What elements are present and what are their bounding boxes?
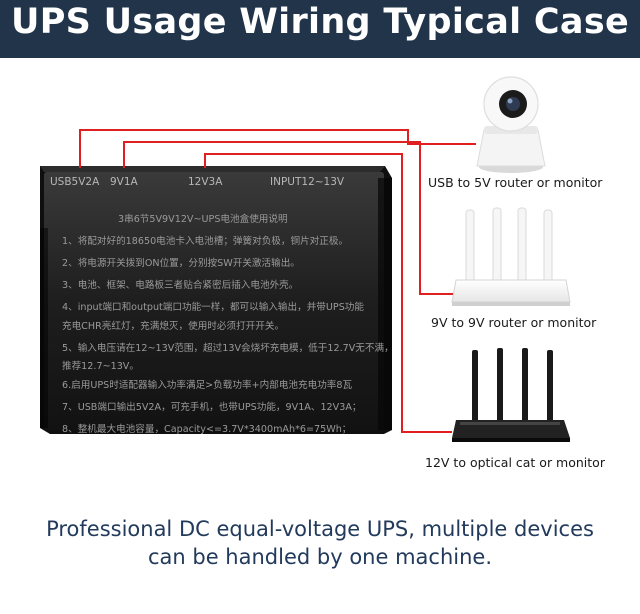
optical-router-icon bbox=[452, 348, 570, 442]
port-label-12v: 12V3A bbox=[188, 176, 223, 188]
caption-line-1: Professional DC equal-voltage UPS, multi… bbox=[46, 517, 594, 541]
panel-line: 8、整机最大电池容量，Capacity<=3.7V*3400mAh*6=75Wh… bbox=[62, 424, 352, 435]
panel-line: 推荐12.7~13V。 bbox=[62, 361, 139, 372]
panel-line: 3、电池、框架、电路板三者贴合紧密后插入电池外壳。 bbox=[62, 280, 299, 291]
wire-9v bbox=[123, 141, 456, 295]
port-label-usb: USB5V2A bbox=[50, 176, 100, 188]
wiring-diagram: USB5V2A 9V1A 12V3A INPUT12~13V 3串6节5V9V1… bbox=[0, 58, 640, 508]
banner-title: UPS Usage Wiring Typical Case bbox=[10, 2, 630, 42]
caption: Professional DC equal-voltage UPS, multi… bbox=[20, 515, 620, 571]
panel-line: 7、USB端口输出5V2A，可充手机，也带UPS功能，9V1A、12V3A； bbox=[62, 402, 362, 413]
device-label-camera: USB to 5V router or monitor bbox=[428, 175, 603, 190]
panel-line: 6.启用UPS时适配器输入功率满足>负载功率+内部电池充电功率8瓦 bbox=[62, 380, 353, 391]
wire-usb bbox=[79, 129, 476, 168]
router-icon bbox=[451, 207, 571, 306]
device-label-router: 9V to 9V router or monitor bbox=[431, 315, 597, 330]
port-label-9v: 9V1A bbox=[110, 176, 138, 188]
device-label-optical: 12V to optical cat or monitor bbox=[425, 455, 605, 470]
camera-icon bbox=[476, 76, 546, 173]
wire-12v bbox=[204, 153, 452, 433]
caption-line-2: can be handled by one machine. bbox=[147, 545, 492, 569]
wires bbox=[79, 129, 476, 433]
ups-box bbox=[40, 166, 392, 434]
panel-line: 5、输入电压请在12~13V范围，超过13V会烧坏充电模，低于12.7V无不满， bbox=[62, 343, 394, 354]
port-label-input: INPUT12~13V bbox=[270, 176, 345, 188]
panel-line: 4、input端口和output端口功能一样，都可以输入输出，并带UPS功能 bbox=[62, 302, 364, 313]
title-banner: UPS Usage Wiring Typical Case bbox=[0, 0, 640, 58]
diagram-graphics bbox=[40, 76, 571, 442]
panel-line: 充电CHR亮红灯，充满熄灭，使用时必须打开开关。 bbox=[62, 321, 285, 332]
panel-line: 2、将电源开关拨到ON位置，分别按SW开关激活输出。 bbox=[62, 258, 300, 269]
panel-line: 1、将配对好的18650电池卡入电池槽；弹簧对负极，铜片对正极。 bbox=[62, 236, 349, 247]
panel-title: 3串6节5V9V12V~UPS电池盒使用说明 bbox=[118, 214, 288, 225]
